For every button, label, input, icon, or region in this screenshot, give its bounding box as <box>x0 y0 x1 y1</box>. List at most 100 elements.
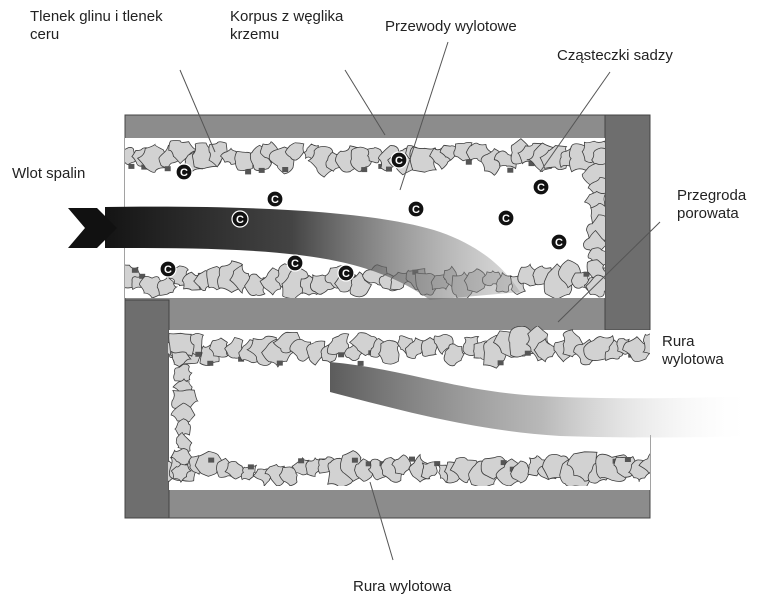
soot-deposit <box>139 273 146 279</box>
soot-deposit <box>624 457 631 462</box>
coating-grain <box>420 461 438 480</box>
outlet-flow-band <box>330 362 755 438</box>
coating-grain <box>224 461 246 480</box>
coating-grain <box>284 142 305 161</box>
soot-particle-symbol: C <box>555 237 563 249</box>
coating-grain <box>493 150 517 170</box>
soot-deposit <box>500 460 507 466</box>
soot-particle-symbol: C <box>180 167 188 179</box>
coating-grain <box>181 271 202 291</box>
coating-grain <box>174 418 191 437</box>
coating-grain <box>350 146 373 173</box>
soot-deposit <box>195 351 202 357</box>
label-outlet-pipe-bottom: Rura wylotowa <box>353 578 452 595</box>
soot-particle <box>407 200 425 218</box>
inlet-plug-right <box>604 114 651 331</box>
soot-deposit <box>338 352 345 358</box>
coating-grain <box>585 214 605 242</box>
coating-grain <box>173 363 193 383</box>
soot-deposit <box>434 461 441 467</box>
soot-deposit <box>528 161 535 167</box>
soot-deposit <box>507 167 514 173</box>
soot-deposit <box>524 350 531 356</box>
soot-deposit <box>361 167 368 173</box>
soot-deposit <box>208 457 215 463</box>
soot-particles: C C C C C C C C C C C <box>159 151 568 282</box>
coating-grain <box>168 332 195 359</box>
soot-deposit <box>276 360 283 366</box>
coating-grain <box>219 147 239 165</box>
soot-particle-symbol: C <box>271 194 279 206</box>
soot-particle <box>175 163 193 181</box>
soot-deposit <box>141 164 148 170</box>
soot-deposit <box>131 267 138 273</box>
coating-grain <box>638 453 650 474</box>
soot-deposit <box>465 159 472 165</box>
coating-grain <box>209 337 229 358</box>
coating-grain <box>533 337 559 363</box>
soot-particle <box>159 260 177 278</box>
coating-grain <box>244 273 266 296</box>
soot-particle <box>286 254 304 272</box>
soot-deposit <box>409 456 415 462</box>
soot-deposit <box>298 458 305 464</box>
soot-particle-symbol: C <box>291 258 299 270</box>
outlet-opening <box>650 330 660 435</box>
label-exhaust-inlet: Wlot spalin <box>12 165 86 182</box>
soot-particle <box>532 178 550 196</box>
soot-deposit <box>258 167 265 173</box>
soot-particle-symbol: C <box>412 204 420 216</box>
label-outlet-channels: Przewody wylotowe <box>385 18 517 35</box>
coating-grain <box>443 343 465 367</box>
coating-grain <box>366 147 385 164</box>
label-porous-wall: Przegroda porowata <box>677 187 747 222</box>
soot-particle <box>550 233 568 251</box>
coating-grain <box>642 333 650 355</box>
outlet-plug-left <box>124 299 170 519</box>
label-alumina-ceria: Tlenek glinu i tlenek ceru <box>30 8 163 43</box>
coating-layer-bottom <box>168 326 650 486</box>
inlet-arrow <box>68 208 117 248</box>
coating-grain <box>136 143 168 173</box>
coating-grain <box>170 448 193 469</box>
leader-lines <box>179 41 661 561</box>
soot-deposit <box>282 167 289 172</box>
soot-particle-symbol: C <box>395 155 403 167</box>
soot-particle-symbol: C <box>236 214 244 226</box>
coating-grain <box>125 147 137 166</box>
coating-grain <box>156 275 179 296</box>
coating-grain <box>306 340 326 366</box>
coating-grain <box>622 336 650 362</box>
soot-deposit <box>351 457 358 463</box>
soot-deposit <box>164 166 171 172</box>
soot-particle <box>231 210 249 228</box>
soot-deposit <box>357 360 364 366</box>
coating-grain <box>171 350 192 368</box>
soot-deposit <box>245 169 252 175</box>
inlet-flow-band <box>105 206 520 300</box>
soot-deposit <box>386 166 392 172</box>
soot-particle-symbol: C <box>502 213 510 225</box>
soot-particle <box>497 209 515 227</box>
soot-deposit <box>583 271 590 277</box>
soot-particle-symbol: C <box>537 182 545 194</box>
coating-grain <box>391 454 412 476</box>
soot-particle <box>337 264 355 282</box>
soot-particle-symbol: C <box>164 264 172 276</box>
coating-grain <box>510 460 531 484</box>
coating-grain <box>433 333 454 356</box>
soot-deposit <box>128 163 135 169</box>
soot-particle <box>390 151 408 169</box>
soot-particle-symbol: C <box>342 268 350 280</box>
soot-deposit <box>247 464 254 470</box>
coating-grain <box>404 337 426 359</box>
coating-grain <box>175 432 193 452</box>
coating-grain <box>264 463 287 486</box>
coating-grain <box>170 463 192 484</box>
soot-particle <box>266 190 284 208</box>
label-sic-body: Korpus z węglika krzemu <box>230 8 344 43</box>
coating-grain <box>289 338 312 362</box>
label-outlet-pipe-right: Rura wylotowa <box>662 333 724 368</box>
